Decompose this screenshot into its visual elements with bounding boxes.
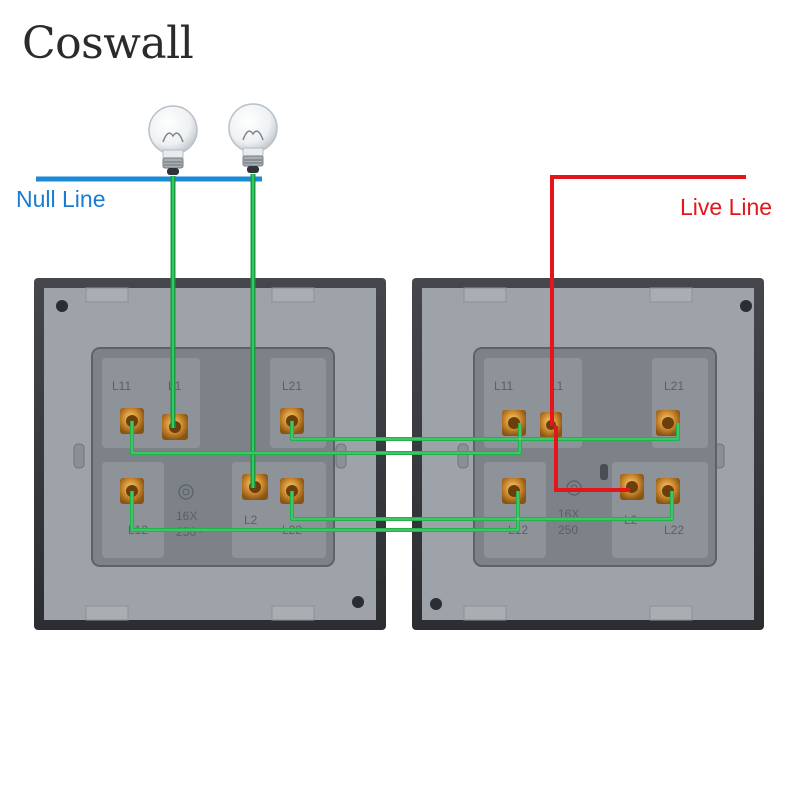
terminal-label: L22: [664, 523, 684, 537]
plate-tab-bottom: [85, 605, 129, 621]
screw-terminal-icon: [620, 474, 644, 500]
side-slot: [73, 443, 85, 469]
screw-terminal-icon: [656, 410, 680, 436]
plate-tab-top: [463, 287, 507, 303]
rating-text: 16X: [176, 509, 197, 523]
right-switch: L11 L1 L21 L12 L2 L22 16X 250: [412, 278, 764, 630]
switched-wires: [130, 174, 680, 532]
plate-tab-bottom: [271, 605, 315, 621]
terminal-block: [270, 358, 326, 448]
plate-tab-top: [271, 287, 315, 303]
terminal-label: L11: [112, 379, 131, 393]
ccc-mark-icon: [178, 484, 194, 500]
screw-terminal-icon: [502, 478, 526, 504]
upper-traveller-wire: [290, 421, 680, 441]
terminal-block: [484, 462, 546, 558]
plate-tab-bottom: [463, 605, 507, 621]
screw-terminal-icon: [502, 410, 526, 436]
live-line-label: Live Line: [680, 194, 773, 220]
terminal-block: [484, 358, 582, 448]
terminal-label: L21: [282, 379, 302, 393]
terminal-label: L2: [244, 513, 258, 527]
live-line-wire: [550, 175, 746, 492]
screw-terminal-icon: [656, 478, 680, 504]
side-slot: [335, 443, 347, 469]
lower-traveller-wire: [130, 491, 520, 532]
mounting-hole: [56, 300, 68, 312]
plate-tab-top: [649, 287, 693, 303]
side-slot: [457, 443, 469, 469]
coswall-logo: Coswall: [22, 18, 194, 69]
null-line-label: Null Line: [16, 186, 106, 212]
plate-tab-top: [85, 287, 129, 303]
light-bulb-icon: [228, 103, 278, 173]
lower-traveller-wire: [290, 491, 674, 521]
indicator-slot: [600, 464, 608, 480]
mounting-hole: [430, 598, 442, 610]
terminal-label: L21: [664, 379, 684, 393]
light-bulb-icon: [148, 105, 198, 175]
rating-text: 250: [558, 523, 578, 537]
mounting-hole: [352, 596, 364, 608]
terminal-label: L11: [494, 379, 513, 393]
mounting-hole: [740, 300, 752, 312]
plate-tab-bottom: [649, 605, 693, 621]
